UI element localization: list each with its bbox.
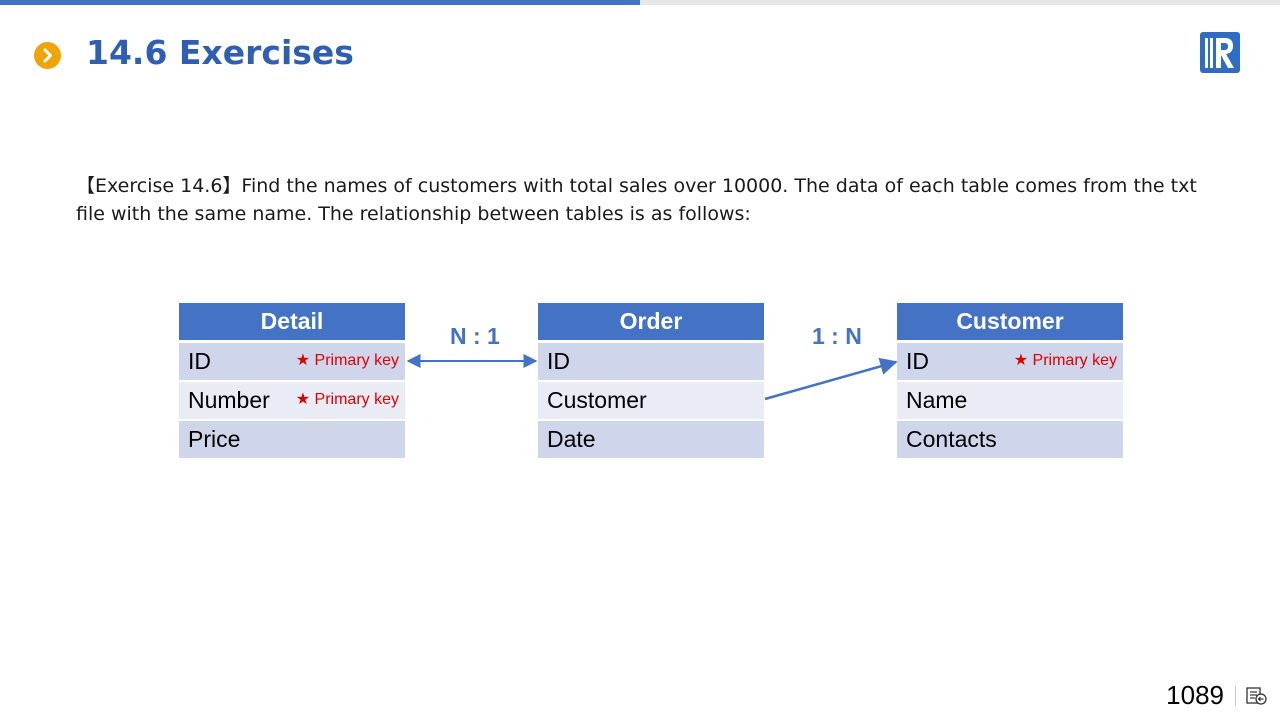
relation-label-detail-order: N : 1 xyxy=(450,323,500,349)
field-name: Price xyxy=(188,426,241,452)
table-field-row: Number ★ Primary key xyxy=(179,382,405,421)
page-title: 14.6 Exercises xyxy=(86,33,354,72)
primary-key-badge: ★ Primary key xyxy=(1013,352,1117,369)
table-field-row: ID ★ Primary key xyxy=(897,343,1123,382)
table-customer: Customer ID ★ Primary key Name Contacts xyxy=(897,303,1123,460)
table-field-row: Price xyxy=(179,421,405,460)
table-order: Order ID Customer Date xyxy=(538,303,764,460)
field-name: ID xyxy=(188,348,211,374)
footer-divider xyxy=(1235,686,1236,706)
page-number: 1089 xyxy=(1166,680,1224,710)
primary-key-badge: ★ Primary key xyxy=(295,352,399,369)
r-logo-icon xyxy=(1199,31,1241,74)
field-name: Name xyxy=(906,387,968,413)
relation-arrow-order-customer xyxy=(764,357,898,401)
chevron-right-circle-icon xyxy=(34,42,61,69)
table-field-row: Date xyxy=(538,421,764,460)
table-field-row: Contacts xyxy=(897,421,1123,460)
table-field-row: ID ★ Primary key xyxy=(179,343,405,382)
field-name: Date xyxy=(547,426,596,452)
relation-label-order-customer: 1 : N xyxy=(812,323,862,349)
table-header: Customer xyxy=(897,303,1123,343)
field-name: ID xyxy=(906,348,929,374)
table-detail: Detail ID ★ Primary key Number ★ Primary… xyxy=(179,303,405,460)
field-name: Contacts xyxy=(906,426,997,452)
slide-return-icon[interactable] xyxy=(1246,686,1268,711)
table-field-row: ID xyxy=(538,343,764,382)
table-header: Detail xyxy=(179,303,405,343)
table-header: Order xyxy=(538,303,764,343)
exercise-description: 【Exercise 14.6】Find the names of custome… xyxy=(76,175,1197,225)
field-name: ID xyxy=(547,348,570,374)
primary-key-badge: ★ Primary key xyxy=(295,391,399,408)
field-name: Customer xyxy=(547,387,647,413)
slide-progress-track xyxy=(0,0,1280,5)
slide-progress-fill xyxy=(0,0,640,5)
table-field-row: Name xyxy=(897,382,1123,421)
field-name: Number xyxy=(188,387,270,413)
table-field-row: Customer xyxy=(538,382,764,421)
